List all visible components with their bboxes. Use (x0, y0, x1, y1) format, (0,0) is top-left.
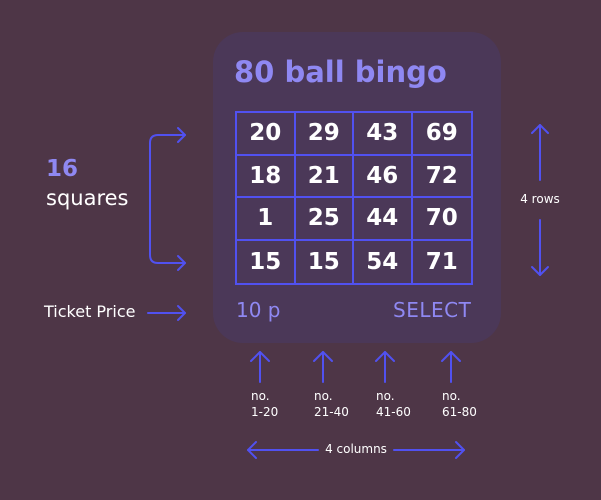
grid-cell: 18 (237, 155, 296, 198)
column-prefix: no. (251, 389, 270, 403)
column-range: 41-60 (376, 405, 411, 419)
grid-cell: 25 (295, 198, 354, 241)
arrow-up-icon (375, 351, 395, 383)
grid-cell: 46 (354, 155, 413, 198)
arrow-up-icon (441, 351, 461, 383)
column-prefix: no. (376, 389, 395, 403)
bingo-ticket-card (213, 32, 501, 343)
bingo-grid: 20 29 43 69 18 21 46 72 1 25 44 70 15 15… (235, 111, 473, 285)
column-label-2: no. 21-40 (314, 388, 349, 420)
columns-label: 4 columns (325, 442, 387, 456)
select-button[interactable]: SELECT (393, 298, 472, 322)
arrow-down-icon (531, 219, 549, 276)
column-label-1: no. 1-20 (251, 388, 278, 420)
grid-cell: 15 (296, 240, 354, 283)
arrow-up-icon (531, 124, 549, 181)
bracket-arrow-icon (149, 127, 186, 271)
grid-cell: 72 (412, 156, 471, 198)
squares-label: squares (46, 186, 129, 210)
grid-cell: 1 (237, 198, 296, 241)
grid-cell: 71 (425, 248, 458, 275)
column-range: 21-40 (314, 405, 349, 419)
ticket-price: 10 p (236, 298, 281, 322)
ticket-title: 80 ball bingo (234, 55, 447, 89)
column-prefix: no. (442, 389, 461, 403)
grid-cell: 54 (354, 240, 413, 283)
grid-cell: 44 (354, 198, 413, 241)
grid-cell: 21 (295, 155, 354, 198)
column-label-3: no. 41-60 (376, 388, 411, 420)
arrow-up-icon (250, 351, 270, 383)
grid-cell: 20 (237, 113, 296, 156)
column-prefix: no. (314, 389, 333, 403)
grid-cell: 43 (354, 113, 413, 156)
ticket-price-label: Ticket Price (44, 302, 136, 321)
column-label-4: no. 61-80 (442, 388, 477, 420)
rows-label: 4 rows (520, 192, 560, 206)
grid-cell: 15 (237, 240, 296, 283)
grid-cell: 29 (295, 113, 354, 156)
double-arrow-horizontal-icon (247, 441, 465, 459)
arrow-right-icon (147, 305, 186, 321)
grid-cell: 70 (412, 198, 471, 241)
squares-count: 16 (46, 156, 79, 182)
column-range: 61-80 (442, 405, 477, 419)
grid-cell: 69 (412, 113, 471, 156)
arrow-up-icon (313, 351, 333, 383)
column-range: 1-20 (251, 405, 279, 419)
